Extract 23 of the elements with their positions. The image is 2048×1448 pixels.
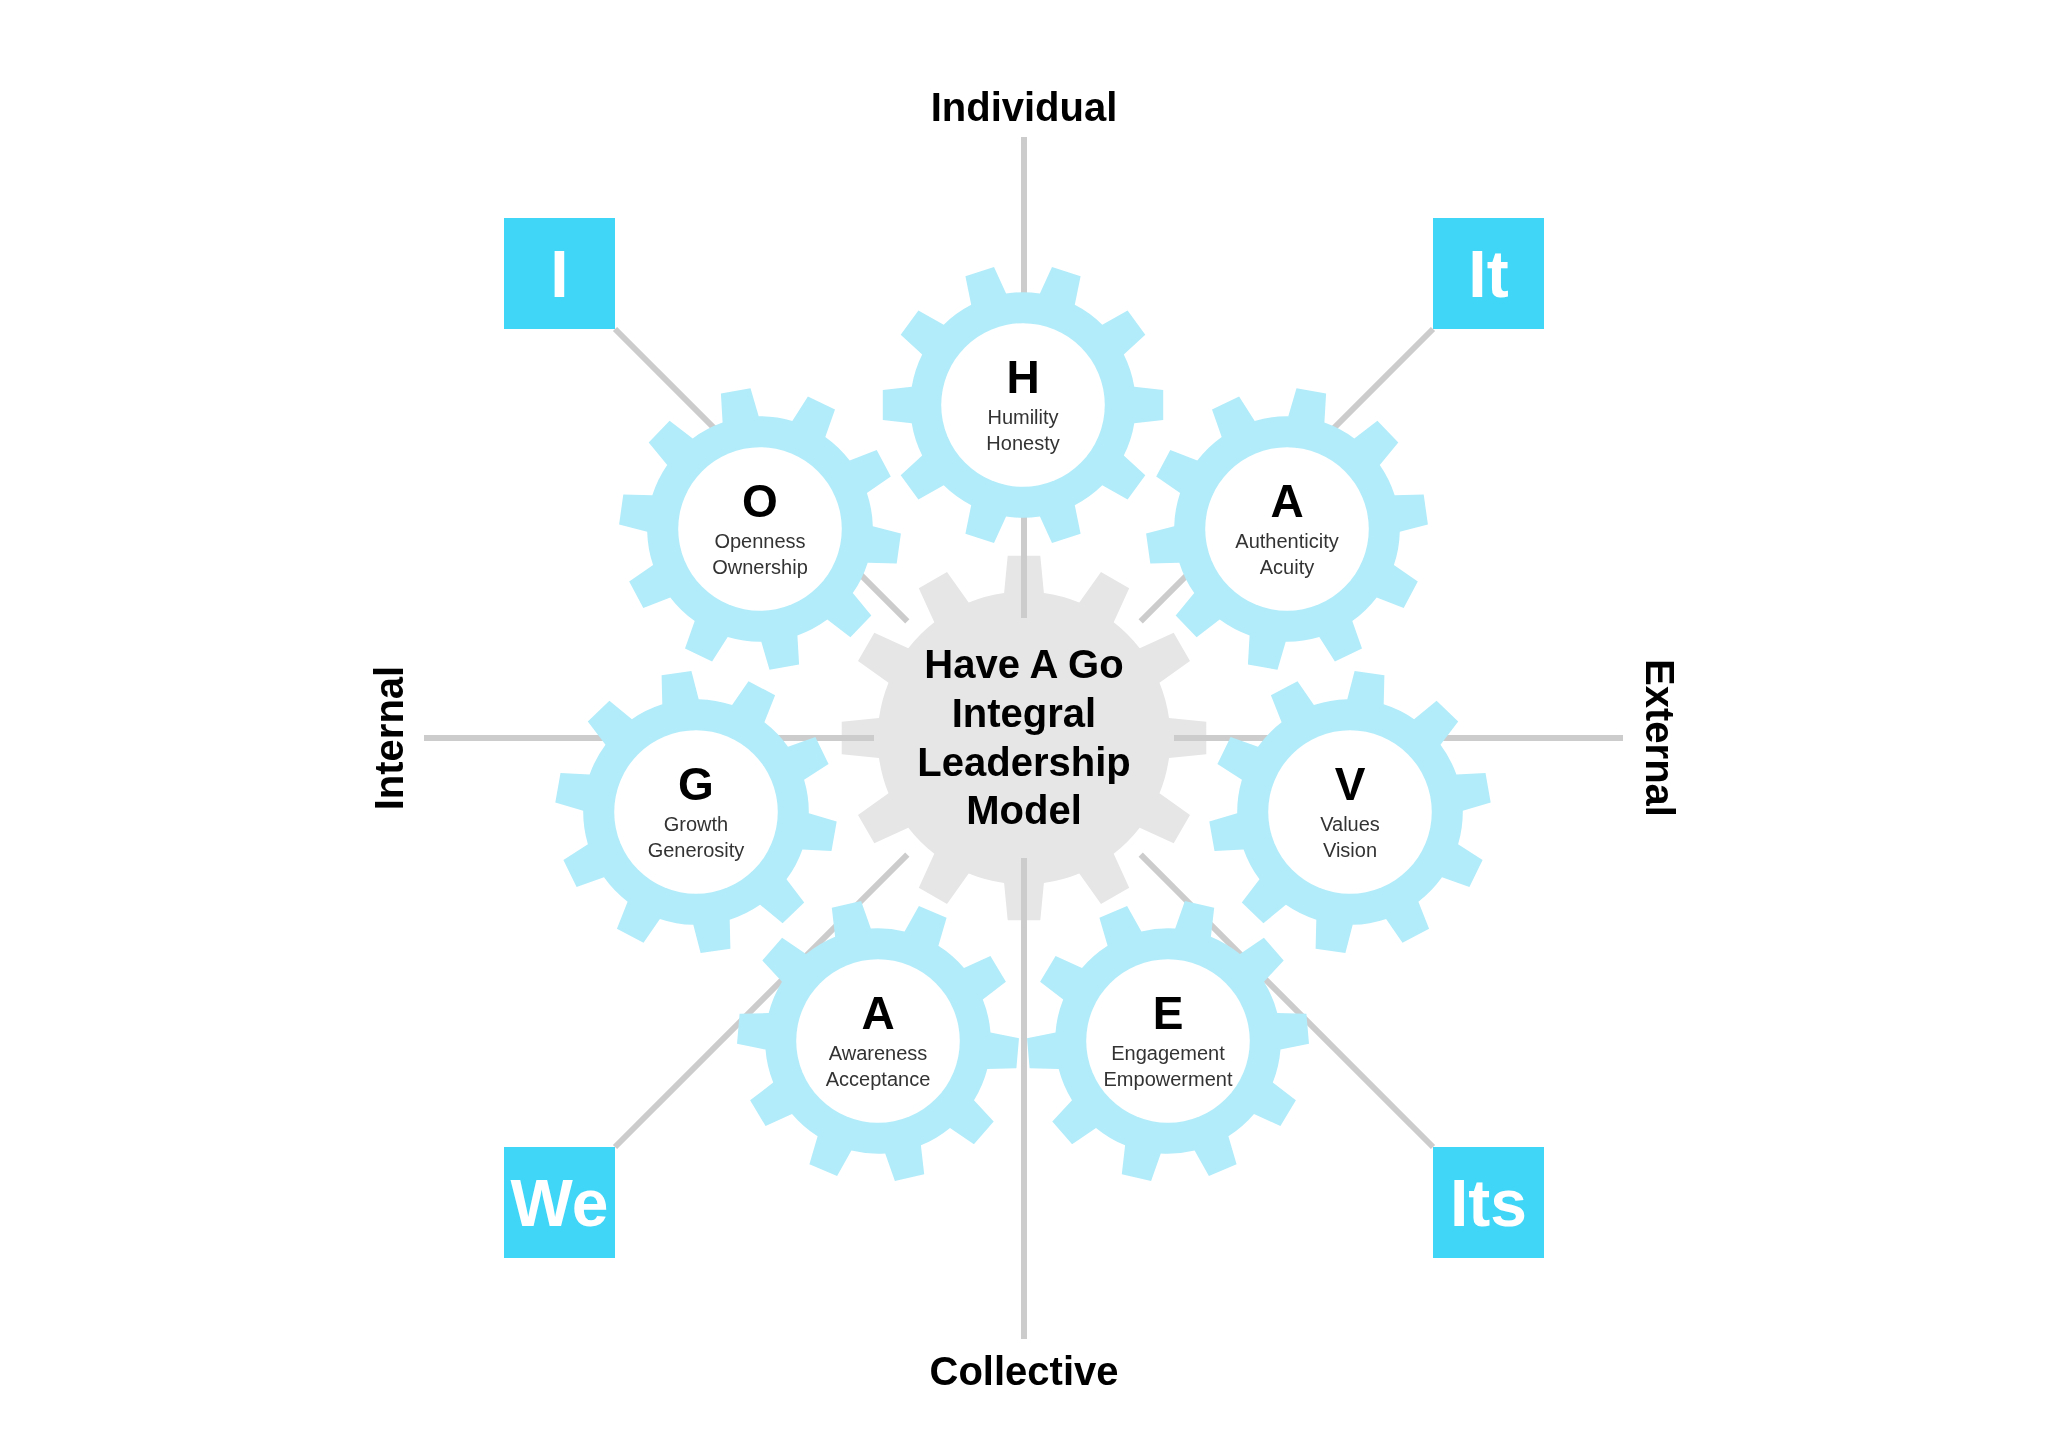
gear-label: Humility Honesty bbox=[986, 405, 1060, 456]
gear-letter: A bbox=[1270, 478, 1304, 524]
gear-label: Openness Ownership bbox=[712, 529, 808, 580]
gear-label: Engagement Empowerment bbox=[1103, 1041, 1233, 1092]
axis-label: Individual bbox=[930, 84, 1118, 130]
gear-letter: E bbox=[1152, 990, 1184, 1036]
quadrant-box: Its bbox=[1433, 1147, 1544, 1258]
axis-label: External bbox=[1636, 659, 1682, 817]
axis-label: Internal bbox=[366, 665, 412, 811]
model-title: Have A Go Integral Leadership Model bbox=[916, 641, 1132, 835]
gear-label: Values Vision bbox=[1320, 812, 1380, 863]
quadrant-box: I bbox=[504, 218, 615, 329]
gear-letter: G bbox=[678, 761, 714, 807]
gear-label: Growth Generosity bbox=[647, 812, 745, 863]
quadrant-box: It bbox=[1433, 218, 1544, 329]
gear-letter: A bbox=[861, 990, 895, 1036]
quadrant-box: We bbox=[504, 1147, 615, 1258]
gear-label: Authenticity Acuity bbox=[1235, 529, 1339, 580]
gear-label: Awareness Acceptance bbox=[825, 1041, 931, 1092]
gear-letter: V bbox=[1334, 761, 1366, 807]
axis-label: Collective bbox=[929, 1348, 1119, 1394]
gear-letter: O bbox=[742, 478, 778, 524]
gear-letter: H bbox=[1006, 354, 1040, 400]
